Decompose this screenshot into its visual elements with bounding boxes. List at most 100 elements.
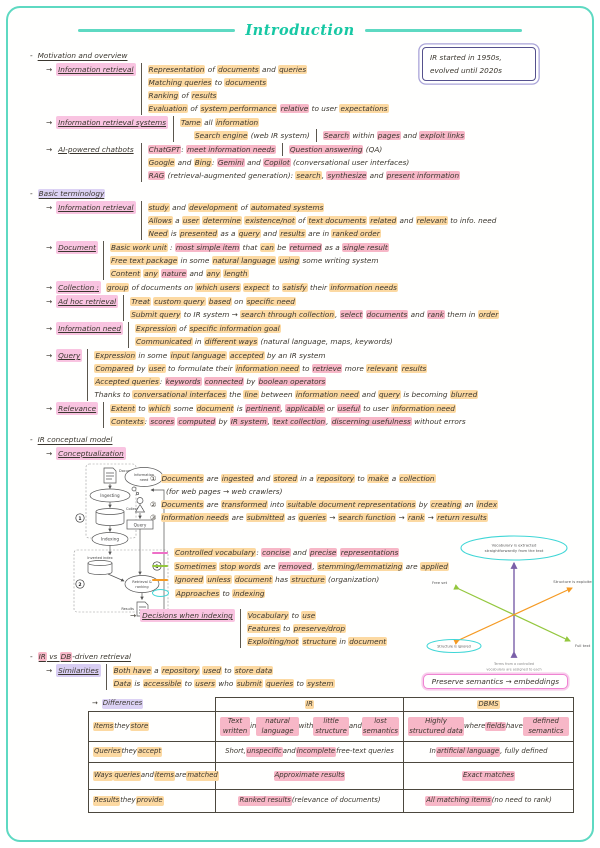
green-dash-icon [152,565,168,568]
note-line-part: Search within pages and exploit links [322,131,466,140]
entry-lines: Vocabulary to use Features to preserve/d… [239,609,388,648]
entry-collection: Collection group of documents on which u… [46,281,570,294]
title-rule-left [78,28,236,33]
structure-ignored-label: Structure is ignored [437,645,471,649]
axes-top-caption-2: straightforwardly from the text [485,548,544,553]
entry-lines: ChatGPT: meet information needs Question… [140,143,570,182]
step-1-badge [75,513,85,523]
term-label: Decisions when indexing [140,609,235,622]
note-line: Representation of documents and queries [147,65,308,74]
notes-content: IR started in 1950s, evolved until 2020s… [8,41,592,813]
note-line: study and development of automated syste… [147,203,325,212]
collection-cylinder [95,508,125,526]
arrow-icon [46,116,52,129]
note-box-line: IR started in 1950s, [430,53,502,62]
note-line: Communicated in different ways (natural … [135,337,393,346]
note-line: Matching queries to documents [147,78,268,87]
note-line: Compared by user to formulate their info… [94,364,428,373]
entry-lines: Both have a repository used to store dat… [105,664,570,690]
legend-text: Ignored unless document has structure (o… [174,575,380,585]
free-set-label: Free set [432,580,448,585]
arrow-icon [46,143,52,156]
note-line: Thanks to conversational interfaces the … [94,390,479,399]
entry-ad-hoc-retrieval: Ad hoc retrieval Treat custom query base… [46,295,570,321]
table-cell-dbms: Exact matches [404,763,574,790]
entry-query: Query Expression in some input language … [46,349,570,401]
section-heading: IR conceptual model [37,435,113,444]
note-line: Search engine (web IR system) Search wit… [194,129,570,142]
legend-text: Controlled vocabulary: concise and preci… [174,548,400,558]
note-line-part: Question answering (QA) [288,145,383,154]
magenta-dash-icon [152,551,168,554]
inverted-index-cylinder [87,560,113,575]
note-line: Contexts: scores computed by IR system, … [110,417,466,426]
indexing-approaches-axes: Vocabulary is extracted straightforwardl… [426,535,594,677]
circled-number: ③ [150,513,157,522]
ir-vs-db-section: IR vs DB-driven retrieval Similarities B… [30,650,574,813]
query-label: Query [134,523,147,528]
table-cell-ir: Ranked results (relevance of documents) [216,790,404,813]
arrow-icon [46,295,52,308]
table-header-ir: IR [216,697,404,712]
table-cell-dbms: Highly structured data where fields have… [404,712,574,742]
note-line: RAG (retrieval-augmented generation): se… [147,171,461,180]
note-line: ChatGPT: meet information needs Question… [147,143,570,156]
entry-lines: Extent to which some document is pertine… [103,402,570,428]
section-conceptual-model: IR conceptual model [30,433,570,446]
note-line: Tame all information [180,118,260,127]
note-line: Ranking of results [147,91,218,100]
structure-ignored-ellipse [426,639,482,653]
vocabulary-ellipse [460,535,568,561]
legend-item: Ignored unless document has structure (o… [152,573,449,587]
numbered-note: ① Documents are ingested and stored in a… [150,472,570,485]
entry-document: Document Basic work unit : most simple i… [46,241,570,280]
note-line: Both have a repository used to store dat… [112,666,274,675]
results-label: Results [121,607,134,611]
notebook-page: Introduction IR started in 1950s, evolve… [6,6,594,842]
entry-ir-systems: Information retrieval systems Tame all i… [46,116,570,142]
note-line: Data is accessible to users who submit q… [112,679,335,688]
collection-label: Collection [126,507,143,511]
note-line: Need is presented as a query and results… [147,229,381,238]
retrieval-ranking-node [124,575,160,593]
table-header-dbms: DBMS [404,697,574,712]
axes-bottom-caption-1: Terms from a controlled [493,662,534,666]
ingesting-label: Ingesting [100,493,120,498]
orange-dash-icon [152,578,168,581]
cyan-ellipse-icon [152,589,169,598]
section-heading: IR vs DB-driven retrieval [37,652,131,661]
note-line: Extent to which some document is pertine… [110,404,456,413]
entry-conceptualization: Conceptualization [46,447,570,460]
table-row-label: Queries they accept [88,742,216,763]
term-label: AI-powered chatbots [58,145,134,154]
page-title: Introduction [245,22,355,39]
step-2-number: 2 [78,582,81,588]
note-line: Google and Bing: Gemini and Copilot (con… [147,158,410,167]
term-label: Query [56,349,83,362]
indexing-legend: Controlled vocabulary: concise and preci… [152,546,449,600]
table-row-label: Ways queries and items are matched [88,763,219,790]
legend-text: Sometimes stop words are removed, stemmi… [174,561,449,571]
step-2-badge [75,579,85,589]
circled-number: ② [150,500,157,509]
structure-exploited-label: Structure is exploited [553,579,594,584]
retrieval-label-2: ranking [135,585,148,589]
note-line: Information needs are submitted as queri… [160,513,488,522]
flowchart-wrap: Documents Ingesting Collection 1 Indexin… [42,462,172,644]
arrow-icon [46,402,52,415]
note-line: Submit query to IR system → search throu… [130,310,500,319]
arrow-icon [46,201,52,214]
term-label: Information retrieval [56,201,136,214]
info-need-label-1: Information [134,473,154,477]
ir-history-note-box: IR started in 1950s, evolved until 2020s [422,47,536,81]
title-bar: Introduction [78,22,523,39]
section-heading: Basic terminology [37,189,106,198]
note-line: Basic work unit : most simple item that … [109,243,389,252]
dash-bullet-icon [30,652,38,661]
retrieval-label-1: Retrieval & [132,580,152,584]
entry-lines: study and development of automated syste… [140,201,571,240]
entry-decisions-when-indexing: Decisions when indexing Vocabulary to us… [130,609,388,648]
axes-top-caption-1: Vocabulary is extracted [492,543,537,548]
entry-lines: Treat custom query based on specific nee… [123,295,570,321]
table-header-differences: Differences [88,697,216,712]
